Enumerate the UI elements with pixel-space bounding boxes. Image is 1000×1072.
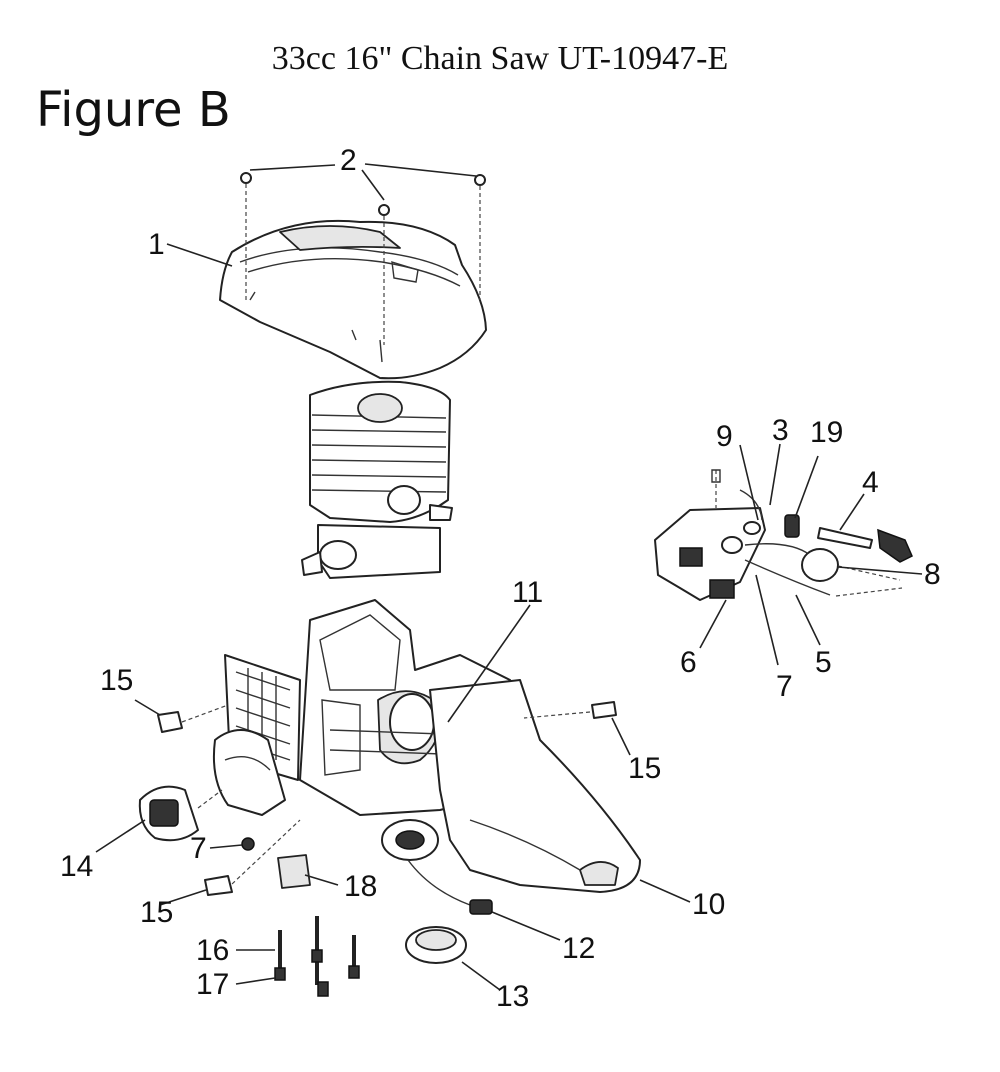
small-parts [157, 701, 617, 997]
callout-2: 2 [340, 144, 357, 177]
leader-lines [95, 163, 923, 991]
callout-14: 14 [60, 850, 93, 883]
callout-3: 3 [772, 414, 789, 447]
callout-6: 6 [680, 646, 697, 679]
starter-side-cover [212, 729, 286, 816]
document-title: 33cc 16" Chain Saw UT-10947-E [271, 40, 729, 77]
filter-knob [138, 785, 223, 842]
fuel-system [381, 819, 493, 964]
callout-13: 13 [496, 980, 529, 1013]
callout-15-b: 15 [628, 752, 661, 785]
callout-15-c: 15 [140, 896, 173, 929]
callout-1: 1 [148, 228, 165, 261]
callout-10: 10 [692, 888, 725, 921]
callout-7-switch: 7 [776, 670, 793, 703]
callout-8: 8 [924, 558, 941, 591]
callout-7-nut: 7 [190, 832, 207, 865]
top-cover [219, 219, 487, 380]
cover-screws [240, 172, 486, 345]
callout-labels: 1 2 3 4 5 6 7 7 8 9 10 11 12 13 14 15 15… [60, 144, 941, 1013]
callout-4: 4 [862, 466, 879, 499]
cylinder-engine [301, 380, 453, 579]
callout-12: 12 [562, 932, 595, 965]
callout-18: 18 [344, 870, 377, 903]
callout-11: 11 [512, 576, 543, 609]
callout-17: 17 [196, 968, 229, 1001]
switch-bracket-assembly [654, 469, 913, 601]
callout-19: 19 [810, 416, 843, 449]
callout-5: 5 [815, 646, 832, 679]
figure-label: Figure B [36, 82, 231, 138]
rear-handle [429, 679, 641, 893]
callout-15-a: 15 [100, 664, 133, 697]
callout-9: 9 [716, 420, 733, 453]
callout-16: 16 [196, 934, 229, 967]
